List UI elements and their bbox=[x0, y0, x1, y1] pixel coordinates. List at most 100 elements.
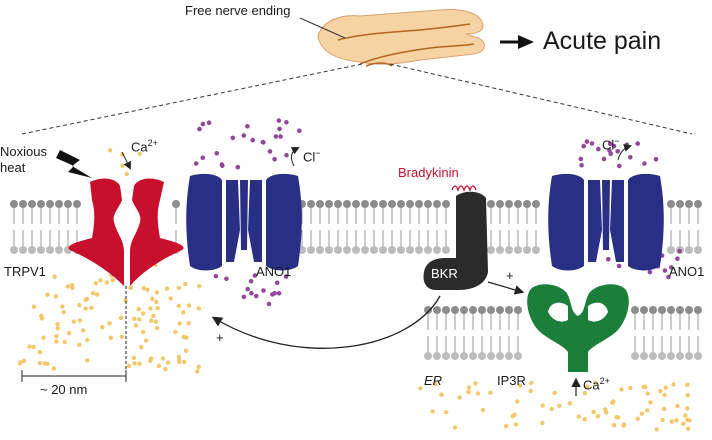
lipid bbox=[505, 200, 513, 254]
ion-dot bbox=[94, 292, 100, 297]
ion-dot bbox=[53, 294, 58, 299]
ion-dot bbox=[150, 296, 155, 302]
ion-dot bbox=[529, 380, 534, 386]
ion-dot bbox=[77, 318, 83, 323]
ion-dot bbox=[274, 280, 280, 286]
cl-left-text: Cl bbox=[303, 149, 316, 165]
ion-dot bbox=[593, 380, 598, 385]
ion-dot bbox=[145, 287, 150, 292]
ion-dot bbox=[513, 422, 519, 427]
ion-dot bbox=[137, 151, 142, 156]
lipid bbox=[676, 306, 684, 360]
ion-dot bbox=[107, 321, 112, 326]
ion-dot bbox=[181, 334, 186, 340]
ion-dot bbox=[252, 273, 258, 278]
ion-dot bbox=[582, 417, 587, 422]
ion-dot bbox=[186, 321, 191, 326]
ion-dot bbox=[669, 265, 674, 270]
lipid bbox=[442, 306, 450, 360]
ion-dot bbox=[582, 390, 588, 396]
lipid bbox=[397, 200, 405, 254]
ion-dot bbox=[65, 284, 71, 289]
ion-dot bbox=[675, 256, 680, 262]
ion-dot bbox=[611, 422, 617, 428]
cl-efflux-arrow-right bbox=[617, 144, 632, 161]
ion-dot bbox=[163, 367, 168, 372]
ion-dot bbox=[137, 361, 142, 366]
ion-dot bbox=[675, 403, 680, 409]
ion-dot bbox=[160, 356, 166, 361]
ion-dot bbox=[183, 348, 189, 353]
ca-left-charge: 2+ bbox=[147, 138, 158, 148]
ca-left-text: Ca bbox=[131, 139, 148, 155]
ion-dot bbox=[663, 385, 668, 390]
ip3r-channel bbox=[527, 284, 629, 372]
ip3r-label: IP3R bbox=[497, 373, 526, 388]
lipid bbox=[478, 306, 486, 360]
lipid bbox=[37, 200, 45, 254]
ion-dot bbox=[276, 118, 282, 123]
ion-dot bbox=[100, 325, 105, 330]
ion-dot bbox=[235, 164, 241, 170]
ion-dot bbox=[85, 358, 90, 363]
ion-dot bbox=[181, 310, 186, 315]
lipid bbox=[514, 306, 522, 360]
ion-dot bbox=[642, 161, 647, 166]
ion-dot bbox=[284, 153, 289, 158]
ion-dot bbox=[607, 141, 613, 147]
ion-dot bbox=[473, 381, 478, 386]
ion-dot bbox=[439, 392, 444, 397]
ion-dot bbox=[148, 358, 153, 363]
ion-dot bbox=[81, 328, 86, 333]
ion-dot bbox=[141, 329, 146, 335]
ion-dot bbox=[133, 323, 139, 328]
ca-label-right: Ca2+ bbox=[583, 377, 610, 392]
ion-dot bbox=[418, 386, 423, 391]
ion-dot bbox=[278, 134, 283, 139]
ion-dot bbox=[250, 137, 255, 143]
lipid bbox=[64, 200, 72, 254]
ion-dot bbox=[54, 334, 59, 339]
lipid bbox=[469, 306, 477, 360]
ion-dot bbox=[647, 269, 653, 275]
ion-dot bbox=[671, 382, 676, 387]
lipid bbox=[325, 200, 333, 254]
ion-dot bbox=[283, 274, 289, 279]
ion-dot bbox=[273, 134, 279, 139]
lipid bbox=[28, 200, 36, 254]
lipid bbox=[388, 200, 396, 254]
lipid bbox=[415, 200, 423, 254]
lipid bbox=[658, 306, 666, 360]
ion-dot bbox=[45, 361, 50, 366]
ion-dot bbox=[681, 421, 686, 426]
ion-dot bbox=[31, 304, 37, 309]
ion-dot bbox=[669, 419, 674, 424]
ion-dot bbox=[118, 315, 124, 320]
ion-dot bbox=[662, 268, 668, 273]
ion-dot bbox=[93, 281, 99, 286]
cl-left-charge: − bbox=[315, 148, 321, 158]
ion-dot bbox=[104, 280, 110, 285]
ion-dot bbox=[589, 141, 595, 146]
lipid bbox=[523, 200, 531, 254]
ion-dot bbox=[614, 415, 619, 420]
ion-dot bbox=[37, 360, 43, 366]
ion-dot bbox=[151, 313, 156, 318]
lipid bbox=[640, 306, 648, 360]
ion-dot bbox=[27, 344, 32, 349]
ion-dot bbox=[608, 151, 613, 156]
trpv1-label: TRPV1 bbox=[4, 264, 46, 279]
lipid bbox=[514, 200, 522, 254]
lipid bbox=[19, 200, 27, 254]
ion-dot bbox=[107, 148, 113, 153]
ion-dot bbox=[37, 349, 43, 355]
ion-dot bbox=[261, 288, 266, 293]
ion-dot bbox=[154, 299, 159, 305]
ion-dot bbox=[685, 426, 691, 431]
ion-dot bbox=[89, 305, 94, 310]
ion-dot bbox=[591, 410, 596, 415]
ion-dot bbox=[149, 318, 154, 323]
ion-dot bbox=[77, 342, 82, 347]
bradykinin-label: Bradykinin bbox=[398, 165, 459, 180]
